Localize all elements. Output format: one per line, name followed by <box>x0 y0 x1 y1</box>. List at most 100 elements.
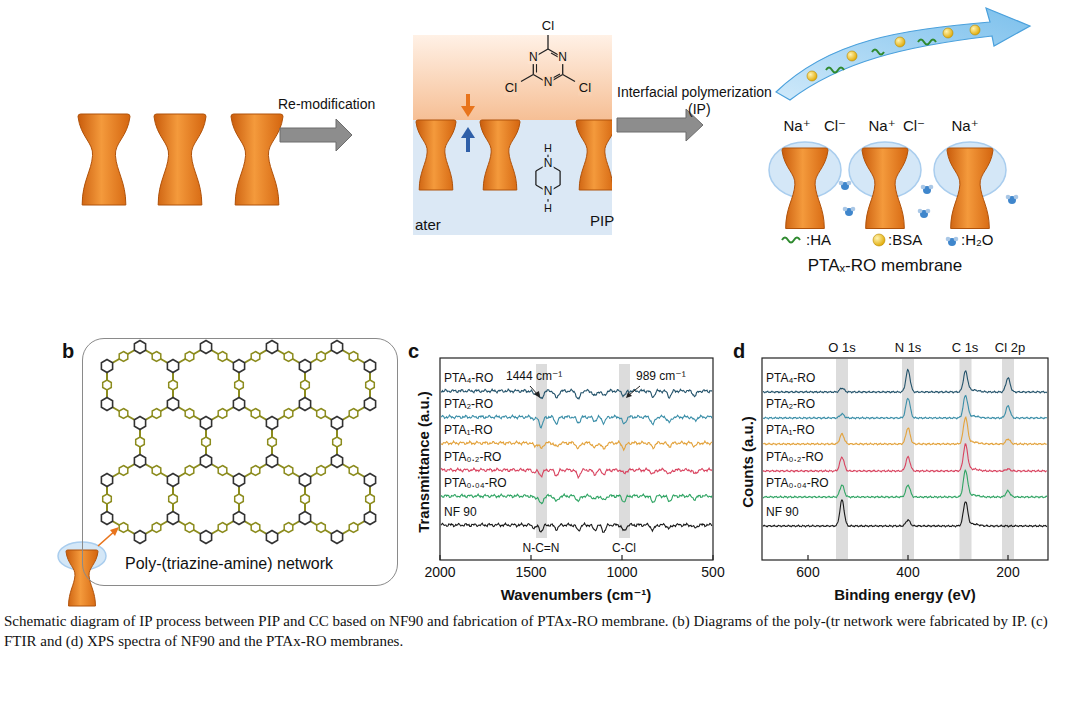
axis-title: Wavenumbers (cm⁻¹) <box>501 586 652 603</box>
water-molecule <box>839 181 844 186</box>
piperazine-ring <box>152 466 161 476</box>
support-pore <box>416 120 456 190</box>
arrow-head <box>461 127 475 138</box>
triazine-ring <box>364 474 375 487</box>
piperazine-ring <box>349 352 358 362</box>
atom-label: H <box>543 142 553 155</box>
ha-squiggle <box>872 50 884 55</box>
triazine-ring <box>364 360 375 373</box>
phase-label: PIP <box>590 212 614 229</box>
band-highlight <box>536 364 547 538</box>
water-molecule <box>843 207 848 212</box>
atom-label: N <box>557 51 568 65</box>
ftir-spectrum <box>441 494 712 504</box>
water-molecule <box>946 237 951 242</box>
piperazine-ring <box>251 523 260 533</box>
bsa-ball <box>895 37 905 47</box>
piperazine-ring <box>119 352 128 362</box>
arrow-label: Interfacial polymerization <box>617 84 772 100</box>
curve-label: PTA₂-RO <box>766 398 815 412</box>
triazine-ring <box>266 531 277 544</box>
water-molecule <box>954 237 959 242</box>
piperazine-ring <box>251 352 260 362</box>
chemical-bond <box>559 171 560 185</box>
ftir-spectrum <box>441 441 712 450</box>
piperazine-ring <box>317 466 326 476</box>
ion-label: Na⁺ <box>951 117 978 134</box>
xps-spectrum <box>763 500 1047 527</box>
panel-caption: Poly-(triazine-amine) network <box>125 555 333 573</box>
piperazine-ring <box>152 352 161 362</box>
atom-label: N <box>528 51 539 65</box>
triazine-ring <box>331 531 342 544</box>
piperazine-ring <box>317 352 326 362</box>
bsa-ball <box>807 71 817 81</box>
water-molecule <box>847 181 852 186</box>
piperazine-ring <box>218 352 227 362</box>
piperazine-ring <box>169 494 178 504</box>
axis-title: Counts (a.u.) <box>739 416 756 508</box>
piperazine-ring <box>119 466 128 476</box>
xps-spectrum <box>763 370 1047 393</box>
support-pore <box>231 114 283 205</box>
triazine-ring <box>266 341 277 354</box>
triazine-ring <box>299 360 310 373</box>
triazine-ring <box>331 341 342 354</box>
piperazine-ring <box>284 523 293 533</box>
piperazine-ring <box>268 437 277 447</box>
piperazine-ring <box>136 437 145 447</box>
triazine-ring <box>299 512 310 525</box>
curve-label: PTA₀.₀₄-RO <box>444 477 507 491</box>
curve-label: PTA₁-RO <box>444 424 493 438</box>
triazine-ring <box>233 474 244 487</box>
support-pore <box>480 120 520 190</box>
atom-label: Cl <box>542 19 554 34</box>
bsa-ball <box>943 28 953 38</box>
tick-mark <box>807 555 808 560</box>
piperazine-ring <box>366 494 375 504</box>
support-pore <box>78 114 130 205</box>
support-pore <box>782 148 828 229</box>
piperazine-ring <box>119 523 128 533</box>
membrane-label: PTAₓ-RO membrane <box>808 256 963 276</box>
tick-mark <box>530 555 531 560</box>
chemical-bond <box>547 35 548 49</box>
network-panel: Poly-(triazine-amine) network <box>82 338 398 586</box>
water-molecule <box>929 185 934 190</box>
piperazine-ring <box>284 409 293 419</box>
legend-text: :H₂O <box>961 231 994 248</box>
water-molecule <box>1006 195 1011 200</box>
tick-label: 1000 <box>606 564 637 580</box>
triazine-ring <box>167 474 178 487</box>
xps-spectrum <box>763 444 1047 472</box>
panel-letter: d <box>733 340 745 363</box>
ha-squiggle <box>826 68 844 73</box>
band-label: N 1s <box>895 341 922 356</box>
water-molecule <box>1014 195 1019 200</box>
peak-annotation: 1444 cm⁻¹ <box>506 370 562 384</box>
curve-label: PTA₂-RO <box>444 398 493 412</box>
xps-spectrum <box>763 470 1047 498</box>
curve-label: NF 90 <box>766 506 799 520</box>
figure-caption: Schematic diagram of IP process between … <box>4 612 1070 651</box>
support-pore <box>862 148 908 229</box>
piperazine-ring <box>185 466 194 476</box>
curve-label: PTA₀.₀₄-RO <box>766 477 829 491</box>
piperazine-ring <box>251 466 260 476</box>
legend-sample <box>782 238 800 243</box>
diffusion-arrow <box>466 94 470 108</box>
triazine-ring <box>200 417 211 430</box>
piperazine-ring <box>235 494 244 504</box>
piperazine-ring <box>218 466 227 476</box>
piperazine-ring <box>152 523 161 533</box>
triazine-ring <box>101 474 112 487</box>
piperazine-ring <box>284 466 293 476</box>
piperazine-ring <box>333 437 342 447</box>
triazine-ring <box>233 512 244 525</box>
bsa-ball <box>847 51 857 61</box>
curve-label: PTA₄-RO <box>766 372 815 386</box>
arrow-head <box>534 391 540 398</box>
plot-frame <box>440 358 713 560</box>
piperazine-ring <box>366 380 375 390</box>
band-label: N-C=N <box>522 542 559 556</box>
